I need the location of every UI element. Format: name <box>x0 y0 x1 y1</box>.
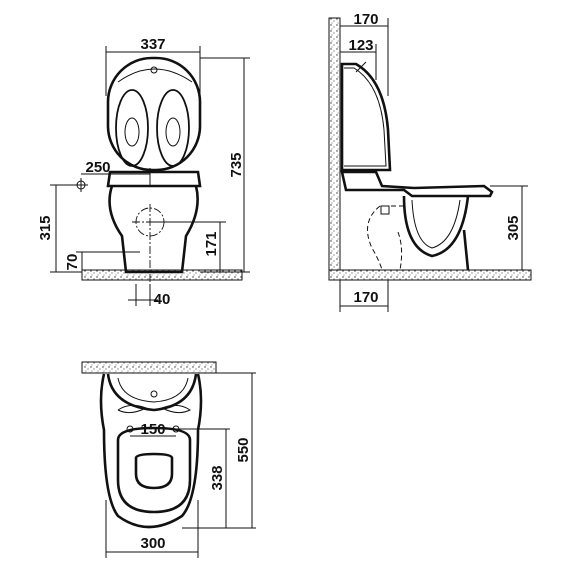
side-flush-lever <box>355 61 367 73</box>
dim-338: 338 <box>209 465 226 490</box>
side-wall <box>328 17 341 281</box>
front-tank-lid <box>117 68 193 83</box>
side-bowl <box>402 195 470 258</box>
front-tank-right-inner <box>165 117 181 147</box>
dim-40: 40 <box>154 291 171 308</box>
dim-315: 315 <box>37 215 54 240</box>
dim-150: 150 <box>140 421 165 438</box>
top-fixing-left <box>117 404 148 414</box>
top-flush-button-icon <box>150 390 158 398</box>
top-bowl-opening <box>134 452 174 490</box>
flush-button-icon <box>150 66 158 74</box>
dim-171: 171 <box>203 231 220 256</box>
top-fixing-right <box>161 404 191 414</box>
dim-300: 300 <box>140 535 165 552</box>
dim-170-top: 170 <box>353 11 378 28</box>
front-tank-left-lobe <box>115 89 149 167</box>
dim-250: 250 <box>85 159 110 176</box>
top-tank <box>106 373 198 412</box>
side-trap <box>367 205 404 271</box>
dim-305: 305 <box>505 215 522 240</box>
dim-170-bottom: 170 <box>353 289 378 306</box>
side-seat <box>340 170 494 198</box>
front-bowl <box>108 185 199 274</box>
side-floor <box>328 269 532 281</box>
side-view: 170 123 305 170 <box>328 11 532 312</box>
top-outline <box>99 373 203 529</box>
front-tank-right-lobe <box>156 89 190 167</box>
top-wall <box>81 361 217 374</box>
front-seat <box>106 170 202 188</box>
front-tank <box>106 56 202 172</box>
front-tank-left-inner <box>124 117 140 147</box>
dim-550: 550 <box>235 437 252 462</box>
top-seat <box>116 426 192 514</box>
front-floor <box>81 269 243 281</box>
top-view: 150 338 550 300 <box>81 361 256 558</box>
side-outlet <box>380 205 390 215</box>
dim-735: 735 <box>228 152 245 177</box>
side-foot <box>462 229 470 271</box>
dim-123: 123 <box>348 37 373 54</box>
dim-337: 337 <box>140 36 165 53</box>
dim-70: 70 <box>64 254 81 271</box>
side-tank <box>340 62 392 172</box>
front-view: 337 735 250 315 70 171 40 <box>37 36 250 308</box>
fixing-hole-left-icon <box>126 425 134 433</box>
